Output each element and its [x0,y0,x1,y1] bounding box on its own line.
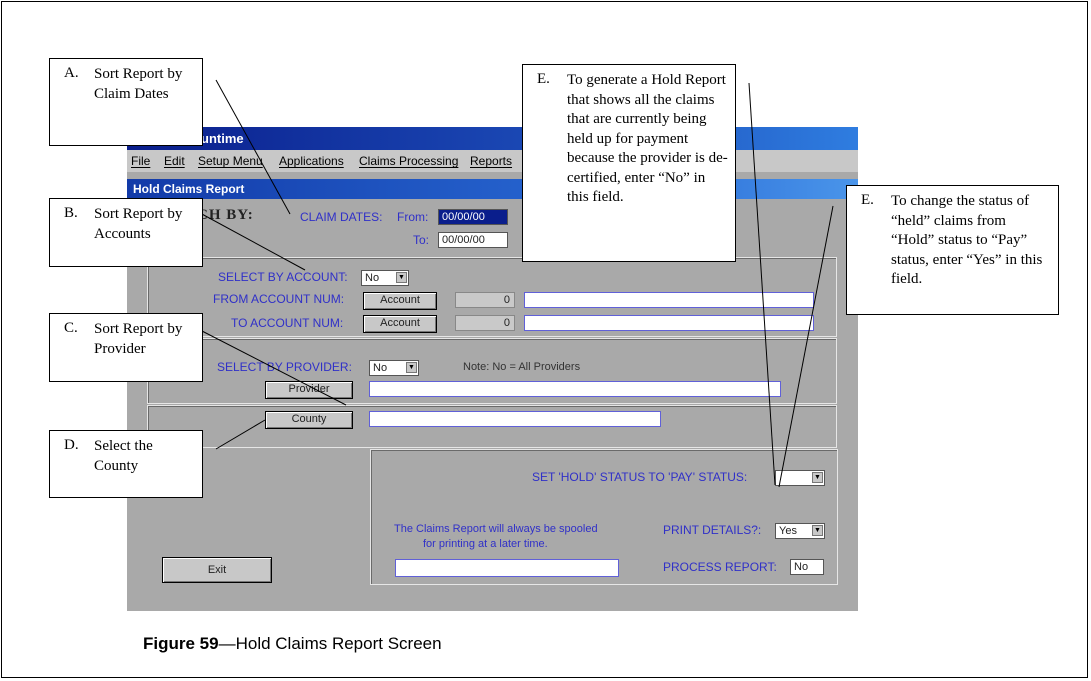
select-by-provider-value: No [373,362,388,374]
account-section [147,257,837,337]
callout-e-yes-text: To change the status of “held” claims fr… [891,193,1043,287]
callout-d: D. Select the County [49,430,203,498]
leader-line-e2 [778,205,834,488]
county-section [147,405,837,448]
county-name-field[interactable] [369,411,661,427]
figure-caption-text: —Hold Claims Report Screen [218,634,442,653]
callout-a: A. Sort Report by Claim Dates [49,58,203,146]
from-date-label: From: [397,210,429,224]
callout-e-yes-letter: E. [861,192,874,208]
chevron-down-icon[interactable]: ▼ [406,362,417,373]
chevron-down-icon[interactable]: ▼ [812,472,823,483]
spool-note-line1: The Claims Report will always be spooled [394,523,598,535]
menu-reports[interactable]: Reports [470,154,513,168]
from-account-count: 0 [455,292,515,308]
leader-line-e1 [748,82,776,486]
callout-c: C. Sort Report by Provider [49,313,203,382]
callout-d-text: Select the County [94,438,153,474]
callout-e-no-letter: E. [537,71,550,87]
process-report-label: PROCESS REPORT: [663,560,777,574]
figure-caption: Figure 59—Hold Claims Report Screen [143,634,442,654]
select-by-account-label: SELECT BY ACCOUNT: [218,270,348,284]
leader-line-c [201,330,347,406]
to-account-name-field[interactable] [524,315,814,331]
to-date-field[interactable]: 00/00/00 [438,232,508,248]
from-account-name-field[interactable] [524,292,814,308]
options-section [370,449,838,585]
spool-note-line2: for printing at a later time. [423,538,548,550]
process-report-field[interactable]: No [790,559,824,575]
to-account-count: 0 [455,315,515,331]
from-account-button[interactable]: Account [363,292,437,310]
to-account-label: TO ACCOUNT NUM: [231,316,344,330]
hold-to-pay-label: SET 'HOLD' STATUS TO 'PAY' STATUS: [532,470,748,484]
claim-dates-label: CLAIM DATES: [300,210,383,224]
menu-file[interactable]: File [131,154,151,168]
menu-setup[interactable]: Setup Menu [198,154,263,168]
callout-e-no: E. To generate a Hold Report that shows … [522,64,736,262]
callout-d-letter: D. [64,437,79,453]
callout-c-text: Sort Report by Provider [94,321,183,357]
chevron-down-icon[interactable]: ▼ [812,525,823,536]
leader-line-d [215,419,266,450]
to-date-label: To: [413,233,430,247]
menu-edit[interactable]: Edit [164,154,185,168]
callout-a-letter: A. [64,65,79,81]
figure-caption-label: Figure 59 [143,634,219,653]
from-account-label: FROM ACCOUNT NUM: [213,292,345,306]
spool-name-field[interactable] [395,559,619,577]
print-details-value: Yes [779,525,797,537]
leader-line-b [199,212,306,271]
callout-e-no-text: To generate a Hold Report that shows all… [567,72,728,205]
to-account-button[interactable]: Account [363,315,437,333]
callout-c-letter: C. [64,320,78,336]
provider-button[interactable]: Provider [265,381,353,399]
menu-claims-processing[interactable]: Claims Processing [359,154,459,168]
leader-line-a [215,79,291,215]
print-details-combo[interactable]: Yes ▼ [775,523,825,539]
form-title: Hold Claims Report [133,182,245,196]
callout-e-yes: E. To change the status of “held” claims… [846,185,1059,315]
chevron-down-icon[interactable]: ▼ [396,272,407,283]
callout-b: B. Sort Report by Accounts [49,198,203,267]
hold-to-pay-combo[interactable]: ▼ [775,470,825,486]
window-title: untime [201,131,244,146]
from-date-field[interactable]: 00/00/00 [438,209,508,225]
print-details-label: PRINT DETAILS?: [663,523,762,537]
provider-name-field[interactable] [369,381,781,397]
select-by-account-combo[interactable]: No ▼ [361,270,409,286]
county-button[interactable]: County [265,411,353,429]
callout-a-text: Sort Report by Claim Dates [94,66,183,102]
exit-button[interactable]: Exit [162,557,272,583]
select-by-provider-combo[interactable]: No ▼ [369,360,419,376]
provider-note: Note: No = All Providers [463,361,581,373]
select-by-account-value: No [365,272,380,284]
callout-b-text: Sort Report by Accounts [94,206,183,242]
form-area: CH BY: CLAIM DATES: From: 00/00/00 To: 0… [127,201,858,611]
menu-applications[interactable]: Applications [279,154,344,168]
select-by-provider-label: SELECT BY PROVIDER: [217,360,352,374]
callout-b-letter: B. [64,205,78,221]
